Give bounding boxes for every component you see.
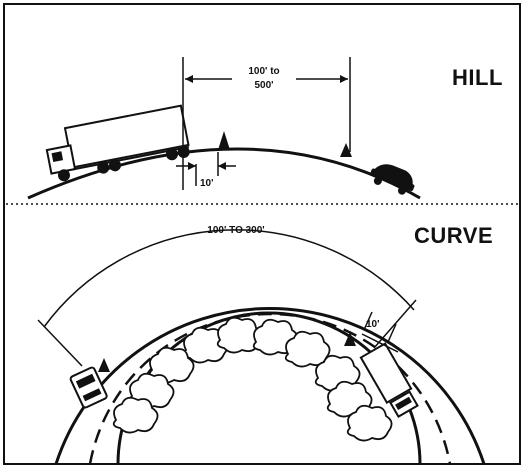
median-trees xyxy=(112,316,393,442)
dimension-tick xyxy=(373,299,417,349)
curve-distance-label: 100' TO 300' xyxy=(207,225,264,236)
arrow-left-icon xyxy=(185,75,193,83)
warning-triangle-icon xyxy=(98,358,110,372)
curve-title: CURVE xyxy=(414,223,493,248)
hill-distance-label-line2: 500' xyxy=(254,80,273,91)
hill-offset-label: 10' xyxy=(200,178,214,189)
hill-distance-label-line1: 100' to xyxy=(248,66,279,77)
hill-title: HILL xyxy=(452,65,503,90)
tree-icon xyxy=(346,404,393,442)
warning-triangle-icon xyxy=(340,143,352,157)
warning-triangle-icon xyxy=(218,131,230,150)
tree-icon xyxy=(284,330,331,368)
curve-car-icon xyxy=(69,366,108,409)
arrow-left-icon xyxy=(218,162,226,170)
hill-truck-icon xyxy=(45,104,190,182)
warning-triangle-icon xyxy=(344,332,356,346)
dimension-tick xyxy=(37,319,83,367)
curve-truck-icon xyxy=(359,342,419,419)
tree-icon xyxy=(112,396,159,434)
hill-car-icon xyxy=(370,164,415,195)
hill-panel: HILL 100' to 500' 10' xyxy=(27,57,503,200)
curve-distance-arc xyxy=(43,229,415,328)
arrow-right-icon xyxy=(188,162,196,170)
curve-panel: CURVE 100' TO 300' 10' xyxy=(37,223,493,465)
curve-offset-label: 10' xyxy=(366,319,380,330)
arrow-right-icon xyxy=(340,75,348,83)
